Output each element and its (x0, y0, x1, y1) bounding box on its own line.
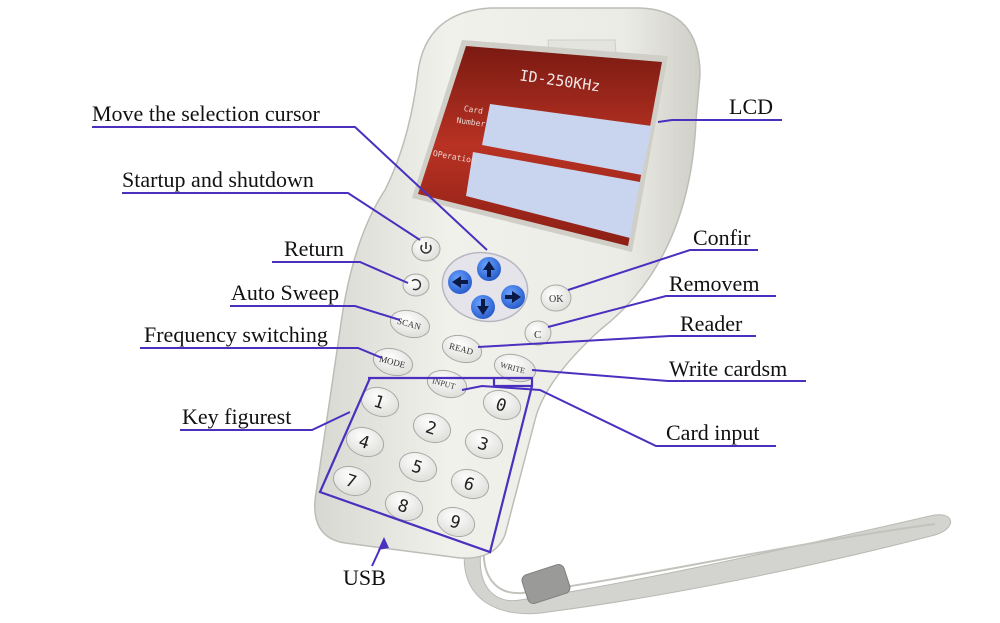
key-4[interactable]: 4 (343, 423, 388, 461)
leader-move-cursor (92, 126, 488, 251)
clear-button[interactable]: C (524, 320, 552, 346)
usb-arrowhead (378, 537, 389, 550)
label-return: Return (284, 236, 344, 261)
arrow-up-icon (483, 261, 495, 277)
power-icon (420, 242, 432, 254)
label-startup: Startup and shutdown (122, 167, 314, 192)
arrow-right-icon (505, 291, 521, 303)
keypad-outline (318, 376, 534, 554)
label-confirm: Confir (693, 225, 751, 250)
label-remove: Removem (669, 271, 759, 296)
label-auto-sweep: Auto Sweep (231, 280, 339, 305)
leader-reader (477, 335, 756, 348)
c-label: C (534, 329, 541, 341)
label-freq-switch: Frequency switching (144, 322, 328, 347)
label-reader: Reader (680, 311, 743, 336)
label-move-cursor: Move the selection cursor (92, 101, 321, 126)
key-0[interactable]: 0 (480, 386, 525, 424)
mode-button[interactable]: MODE (370, 344, 415, 379)
return-icon (411, 278, 422, 291)
leader-freq (140, 347, 383, 359)
key-1[interactable]: 1 (358, 383, 403, 421)
navigation-pad[interactable] (436, 245, 534, 329)
card-number-label: Card (463, 104, 484, 116)
operation-field (466, 152, 640, 238)
arrow-left-icon (452, 276, 468, 288)
lanyard-strap (463, 514, 952, 615)
arrow-right-button[interactable] (501, 285, 525, 309)
label-key-figures: Key figurest (182, 404, 291, 429)
leader-startup (122, 192, 421, 241)
key-2[interactable]: 2 (410, 409, 455, 447)
leader-remove (547, 295, 776, 328)
leader-lcd (657, 119, 782, 123)
number-keypad: 1 2 3 0 4 5 6 7 (330, 383, 525, 541)
ok-label: OK (549, 294, 564, 305)
card-number-label-2: Number (456, 116, 486, 129)
leader-key-figures (180, 411, 351, 431)
label-card-input: Card input (666, 420, 760, 445)
key-7[interactable]: 7 (330, 462, 375, 500)
leader-return (272, 261, 409, 284)
label-usb: USB (343, 565, 386, 590)
power-button[interactable] (411, 236, 441, 262)
key-8[interactable]: 8 (382, 487, 427, 525)
card-number-field (482, 104, 652, 175)
read-button[interactable]: READ (439, 331, 484, 366)
annotation-labels: Move the selection cursor Startup and sh… (92, 94, 787, 590)
arrow-down-button[interactable] (471, 295, 495, 319)
arrow-down-icon (477, 299, 489, 315)
ok-button[interactable]: OK (540, 284, 572, 312)
write-button[interactable]: WRITE (491, 350, 538, 386)
label-lcd: LCD (729, 94, 773, 119)
leader-auto-sweep (230, 305, 401, 321)
return-button[interactable] (402, 273, 430, 297)
leader-card-input (461, 384, 776, 447)
key-9[interactable]: 9 (434, 503, 479, 541)
arrow-up-button[interactable] (477, 257, 501, 281)
arrow-left-button[interactable] (448, 270, 472, 294)
key-5[interactable]: 5 (396, 448, 441, 486)
label-write-cards: Write cardsm (669, 356, 787, 381)
key-6[interactable]: 6 (448, 465, 493, 503)
key-3[interactable]: 3 (462, 425, 507, 463)
lcd-screen: ID-250KHz Card Number OPeration (412, 40, 668, 252)
leader-confirm (567, 249, 758, 291)
scan-button[interactable]: SCAN (387, 306, 432, 341)
strap-slider (521, 563, 571, 605)
leader-lines (92, 119, 806, 567)
leader-write (531, 369, 806, 382)
